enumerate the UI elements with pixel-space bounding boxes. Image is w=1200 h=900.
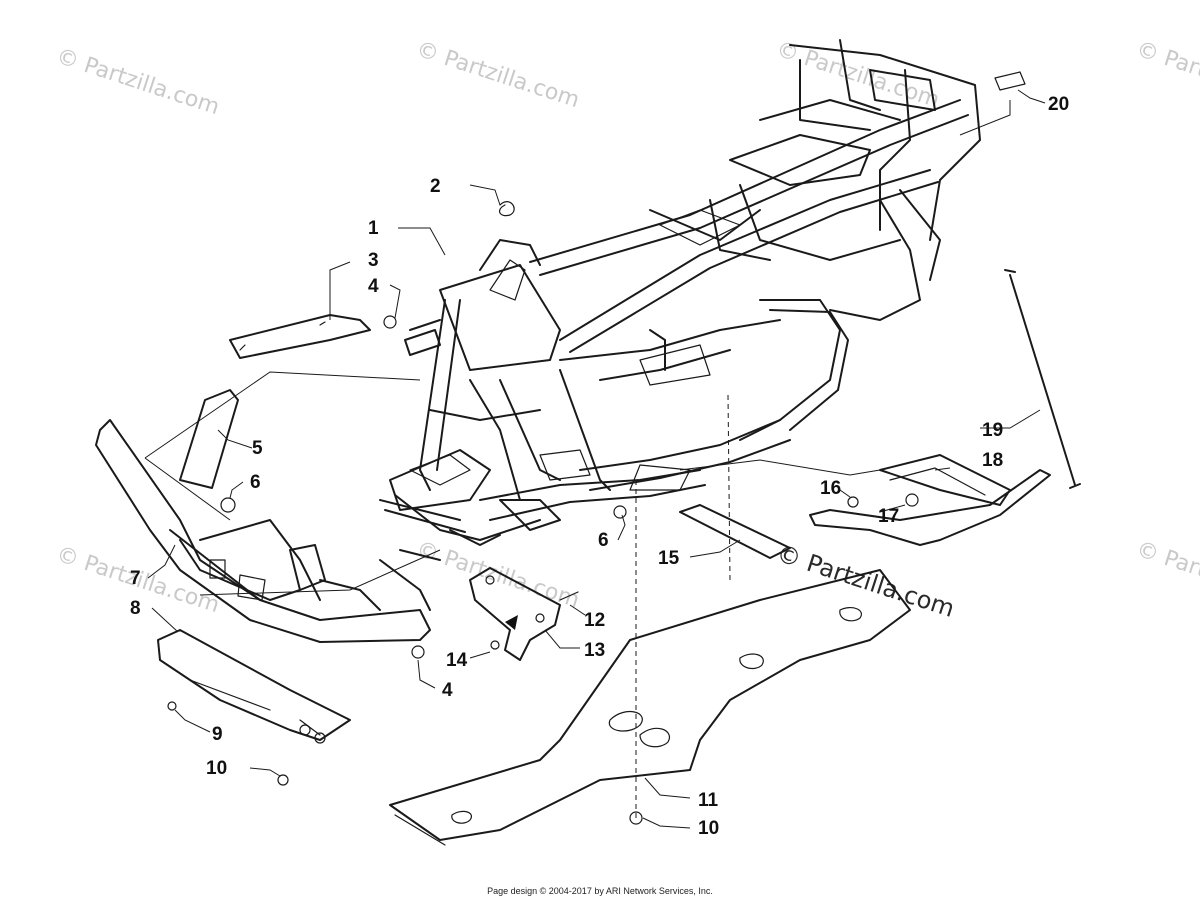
callout-7: 7	[130, 568, 141, 589]
bolt	[411, 645, 425, 659]
strap	[679, 504, 791, 559]
bolt	[220, 497, 627, 519]
watermark-text: © Partzilla.com	[53, 44, 222, 120]
watermark-text: © Partzilla.com	[413, 37, 582, 113]
watermark-text: © Partzilla.com	[1133, 37, 1200, 113]
callout-14: 14	[446, 650, 468, 671]
callout-3: 3	[368, 250, 379, 271]
front-bracket	[229, 314, 397, 359]
main-frame	[379, 39, 981, 546]
rear-bumper	[809, 454, 1051, 546]
callout-6: 6	[598, 530, 609, 551]
callout-19: 19	[982, 420, 1003, 441]
callout-20: 20	[1048, 94, 1069, 115]
callout-2: 2	[430, 176, 441, 197]
leader-lines	[144, 89, 1046, 829]
callout-16: 16	[820, 478, 841, 499]
callout-8: 8	[130, 598, 141, 619]
rod	[1004, 269, 1081, 489]
callout-4: 4	[368, 276, 379, 297]
decal	[994, 71, 1026, 91]
callout-15: 15	[658, 548, 680, 569]
callout-13: 13	[584, 640, 605, 661]
callout-12: 12	[584, 610, 605, 631]
callout-17: 17	[878, 506, 899, 527]
bumper-brace	[179, 389, 239, 489]
callout-4: 4	[442, 680, 453, 701]
callout-18: 18	[982, 450, 1003, 471]
callout-1: 1	[368, 218, 379, 239]
wire-clip	[498, 201, 515, 217]
watermark-text: © Partzilla.com	[773, 539, 958, 623]
callout-10: 10	[698, 818, 719, 839]
skid-plate	[389, 569, 911, 846]
callout-10: 10	[206, 758, 227, 779]
mid-bracket	[469, 567, 579, 661]
callout-labels: 1 2 3 4 4 5 6 6 7 8 9 10 10 11 12 13 14 …	[130, 94, 1069, 839]
screw	[167, 701, 643, 825]
watermark-text: © Partzilla.com	[413, 537, 582, 613]
watermark-text: © Partzilla.com	[1133, 537, 1200, 613]
page-footer: Page design © 2004-2017 by ARI Network S…	[487, 886, 713, 896]
bolt	[847, 493, 919, 508]
callout-5: 5	[252, 438, 263, 459]
callout-11: 11	[698, 790, 719, 811]
callout-9: 9	[212, 724, 223, 745]
front-bumper	[95, 419, 441, 643]
callout-6: 6	[250, 472, 261, 493]
front-skid-guard	[157, 629, 351, 744]
